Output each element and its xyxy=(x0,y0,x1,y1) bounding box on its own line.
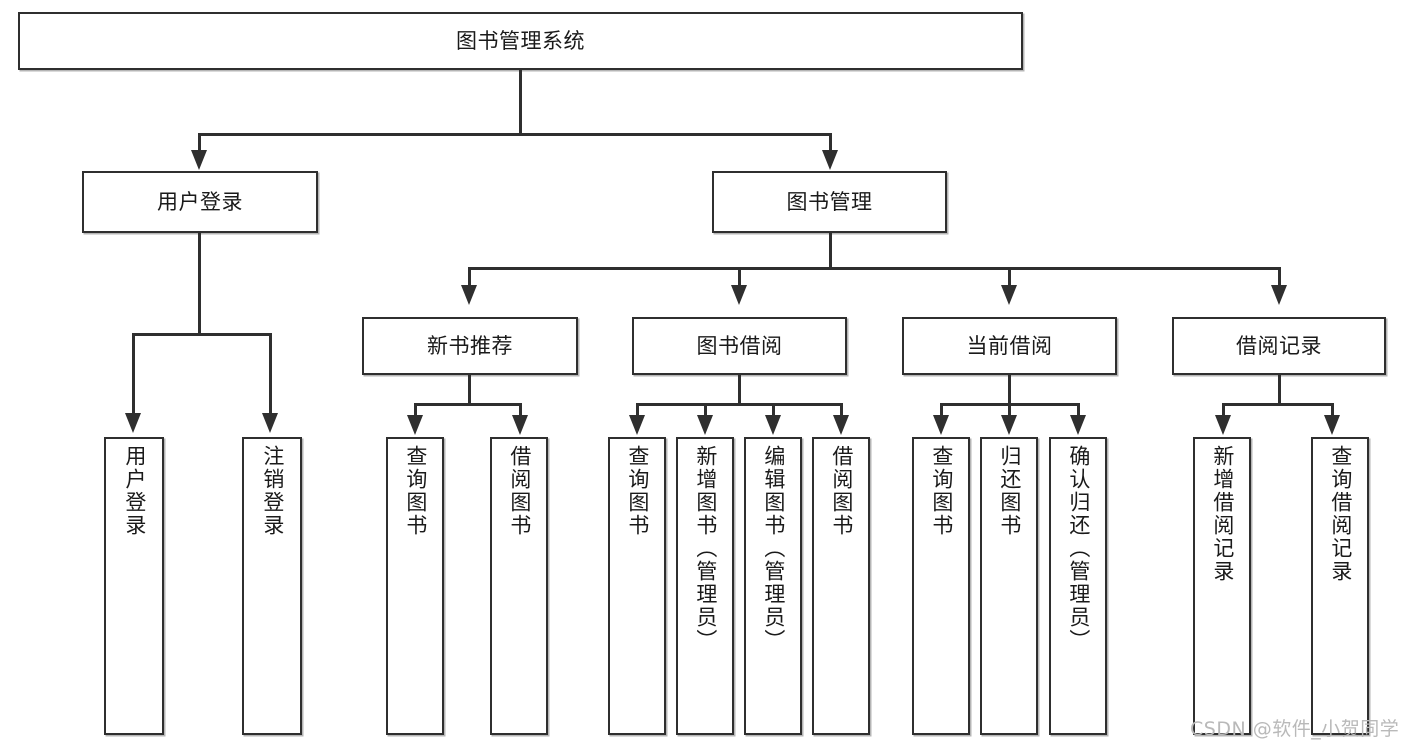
connector-br-bar xyxy=(1222,403,1334,406)
connector-nbr-leg-2 xyxy=(519,403,522,417)
node-leaf-query-book-2[interactable]: 查询图书 xyxy=(608,437,666,735)
connector-bb-bar xyxy=(636,403,842,406)
connector-bm-leg-1 xyxy=(468,267,471,287)
watermark: CSDN @软件_小贺同学 xyxy=(1190,718,1400,740)
node-new-book-recommend-label: 新书推荐 xyxy=(427,333,513,358)
node-leaf-confirm-return-label: 确认归还（管理员） xyxy=(1066,445,1091,652)
connector-bm-leg-4 xyxy=(1278,267,1281,287)
node-leaf-query-book-1-label: 查询图书 xyxy=(403,445,428,537)
arrow-to-leaf-user-logout xyxy=(262,413,278,433)
node-leaf-borrow-book-1[interactable]: 借阅图书 xyxy=(490,437,548,735)
node-leaf-query-record[interactable]: 查询借阅记录 xyxy=(1311,437,1369,735)
node-leaf-borrow-book-2-label: 借阅图书 xyxy=(829,445,854,537)
connector-cb-stem xyxy=(1008,375,1011,405)
node-leaf-user-logout[interactable]: 注销登录 xyxy=(242,437,302,735)
connector-bb-leg-1 xyxy=(636,403,639,417)
connector-root-to-user-login xyxy=(198,133,201,153)
node-borrow-record[interactable]: 借阅记录 xyxy=(1172,317,1386,375)
node-leaf-query-book-3[interactable]: 查询图书 xyxy=(912,437,970,735)
connector-user-login-stem xyxy=(198,233,201,335)
node-leaf-add-book-label: 新增图书（管理员） xyxy=(693,445,718,652)
connector-book-management-stem xyxy=(829,233,832,269)
connector-bb-leg-2 xyxy=(704,403,707,417)
node-leaf-query-record-label: 查询借阅记录 xyxy=(1328,445,1353,583)
connector-user-login-leg-2 xyxy=(269,333,272,415)
node-borrow-record-label: 借阅记录 xyxy=(1236,333,1322,358)
connector-nbr-leg-1 xyxy=(414,403,417,417)
arrow-to-leaf-borrow-book-1 xyxy=(512,415,528,435)
node-book-borrow-label: 图书借阅 xyxy=(696,333,783,358)
node-leaf-edit-book-label: 编辑图书（管理员） xyxy=(761,445,786,652)
node-leaf-confirm-return[interactable]: 确认归还（管理员） xyxy=(1049,437,1107,735)
node-leaf-add-book[interactable]: 新增图书（管理员） xyxy=(676,437,734,735)
connector-bm-leg-2 xyxy=(738,267,741,287)
connector-nbr-stem xyxy=(468,375,471,405)
node-user-login[interactable]: 用户登录 xyxy=(82,171,318,233)
connector-nbr-bar xyxy=(414,403,522,406)
node-leaf-query-book-2-label: 查询图书 xyxy=(625,445,650,537)
arrow-to-leaf-return-book xyxy=(1001,415,1017,435)
node-book-management[interactable]: 图书管理 xyxy=(712,171,947,233)
connector-bb-leg-3 xyxy=(772,403,775,417)
node-book-management-label: 图书管理 xyxy=(786,189,873,214)
connector-bm-leg-3 xyxy=(1008,267,1011,287)
node-new-book-recommend[interactable]: 新书推荐 xyxy=(362,317,578,375)
node-leaf-query-book-3-label: 查询图书 xyxy=(929,445,954,537)
arrow-to-leaf-add-book xyxy=(697,415,713,435)
node-leaf-query-book-1[interactable]: 查询图书 xyxy=(386,437,444,735)
node-leaf-edit-book[interactable]: 编辑图书（管理员） xyxy=(744,437,802,735)
node-root[interactable]: 图书管理系统 xyxy=(18,12,1023,70)
arrow-to-leaf-confirm-return xyxy=(1070,415,1086,435)
node-leaf-user-login[interactable]: 用户登录 xyxy=(104,437,164,735)
connector-book-management-bar xyxy=(468,267,1278,270)
connector-cb-leg-3 xyxy=(1077,403,1080,417)
connector-br-leg-1 xyxy=(1222,403,1225,417)
connector-bb-stem xyxy=(738,375,741,405)
arrow-root-to-user-login xyxy=(191,150,207,170)
connector-root-to-book-management xyxy=(829,133,832,153)
node-leaf-return-book[interactable]: 归还图书 xyxy=(980,437,1038,735)
connector-br-leg-2 xyxy=(1331,403,1334,417)
connector-user-login-bar xyxy=(132,333,271,336)
arrow-to-borrow-record xyxy=(1271,285,1287,305)
connector-br-stem xyxy=(1278,375,1281,405)
connector-bb-leg-4 xyxy=(840,403,843,417)
connector-user-login-leg-1 xyxy=(132,333,135,415)
arrow-to-leaf-query-book-1 xyxy=(407,415,423,435)
connector-root-bar xyxy=(198,133,832,136)
node-current-borrow-label: 当前借阅 xyxy=(966,333,1053,358)
node-leaf-user-login-label: 用户登录 xyxy=(122,445,147,537)
node-leaf-user-logout-label: 注销登录 xyxy=(260,445,285,537)
connector-cb-leg-1 xyxy=(940,403,943,417)
arrow-to-new-book-recommend xyxy=(461,285,477,305)
arrow-to-leaf-query-book-2 xyxy=(629,415,645,435)
node-user-login-label: 用户登录 xyxy=(157,189,243,214)
arrow-to-book-borrow xyxy=(731,285,747,305)
arrow-to-current-borrow xyxy=(1001,285,1017,305)
node-leaf-borrow-book-1-label: 借阅图书 xyxy=(507,445,532,537)
node-book-borrow[interactable]: 图书借阅 xyxy=(632,317,847,375)
arrow-to-leaf-query-record xyxy=(1324,415,1340,435)
arrow-to-leaf-edit-book xyxy=(765,415,781,435)
node-leaf-add-record-label: 新增借阅记录 xyxy=(1210,445,1235,583)
node-root-label: 图书管理系统 xyxy=(456,28,585,53)
arrow-to-leaf-user-login xyxy=(125,413,141,433)
node-leaf-return-book-label: 归还图书 xyxy=(997,445,1022,537)
node-leaf-borrow-book-2[interactable]: 借阅图书 xyxy=(812,437,870,735)
node-current-borrow[interactable]: 当前借阅 xyxy=(902,317,1117,375)
arrow-to-leaf-borrow-book-2 xyxy=(833,415,849,435)
node-leaf-add-record[interactable]: 新增借阅记录 xyxy=(1193,437,1251,735)
connector-root-stem xyxy=(519,70,522,134)
arrow-to-leaf-add-record xyxy=(1215,415,1231,435)
connector-cb-leg-2 xyxy=(1008,403,1011,417)
arrow-root-to-book-management xyxy=(822,150,838,170)
arrow-to-leaf-query-book-3 xyxy=(933,415,949,435)
